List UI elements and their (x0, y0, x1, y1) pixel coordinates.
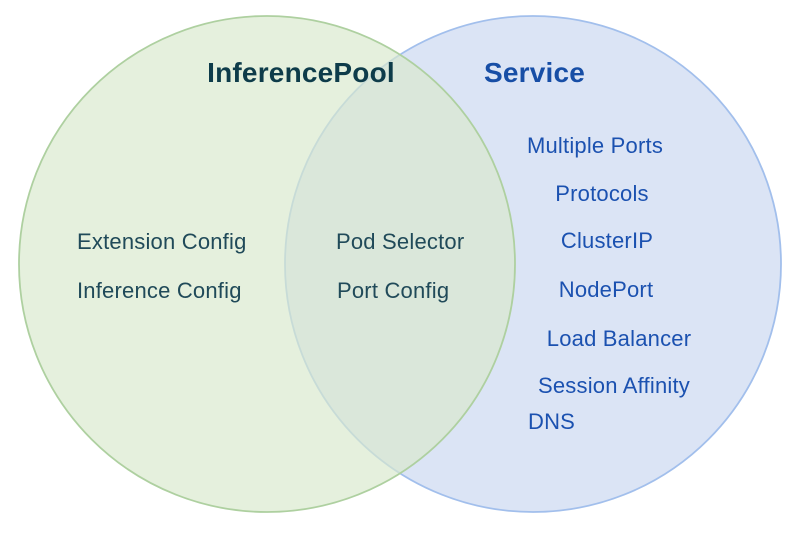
item-clusterip: ClusterIP (560, 228, 654, 253)
inferencepool-title: InferencePool (207, 57, 395, 88)
item-session-affinity: Session Affinity (538, 373, 690, 398)
item-extension-config: Extension Config (77, 229, 247, 254)
service-title: Service (484, 57, 586, 88)
item-pod-selector: Pod Selector (336, 229, 465, 254)
item-nodeport: NodePort (558, 277, 654, 302)
item-multiple-ports: Multiple Ports (526, 133, 664, 158)
inferencepool-circle (18, 15, 516, 513)
item-load-balancer: Load Balancer (546, 326, 692, 351)
item-inference-config: Inference Config (77, 278, 242, 303)
item-protocols: Protocols (555, 181, 649, 206)
item-dns: DNS (528, 409, 576, 434)
item-port-config: Port Config (337, 278, 450, 303)
